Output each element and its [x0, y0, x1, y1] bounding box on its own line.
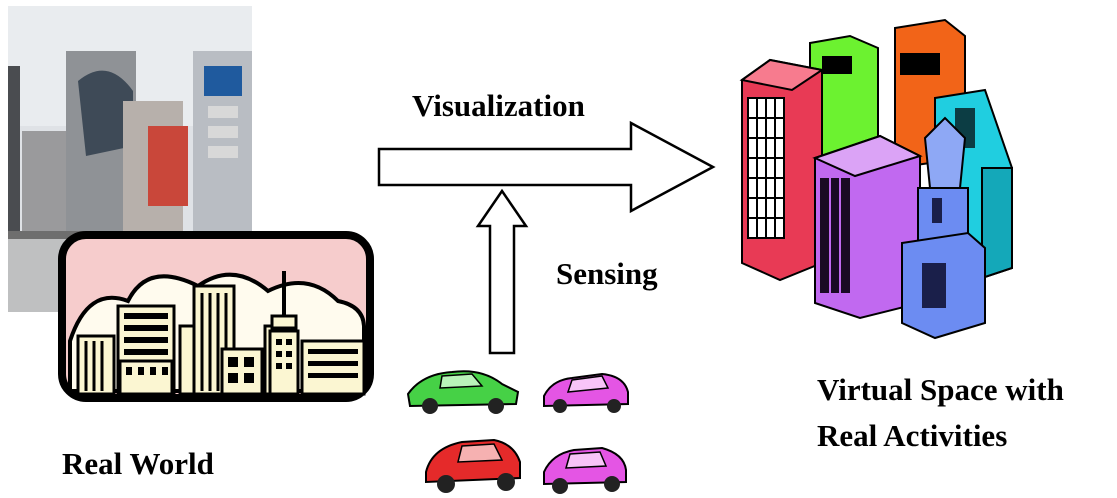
car-icons: [406, 370, 629, 494]
magenta-car-icon: [543, 446, 627, 494]
virtual-space-line1: Virtual Space with: [817, 372, 1064, 407]
real-world-label: Real World: [62, 446, 214, 481]
virtual-city-buildings: [739, 18, 1013, 340]
virtual-space-label: Virtual Space with Real Activities: [817, 372, 1064, 453]
visualization-arrow: [377, 120, 716, 214]
visualization-label: Visualization: [412, 88, 585, 123]
sensing-label: Sensing: [556, 256, 658, 291]
city-skyline-clipart: [58, 231, 374, 402]
virtual-space-line2: Real Activities: [817, 417, 1008, 453]
red-car-icon: [425, 438, 521, 493]
sensing-arrow: [475, 188, 529, 355]
city-photo: [8, 6, 252, 312]
magenta-car-icon: [543, 372, 629, 413]
green-car-icon: [406, 370, 520, 414]
